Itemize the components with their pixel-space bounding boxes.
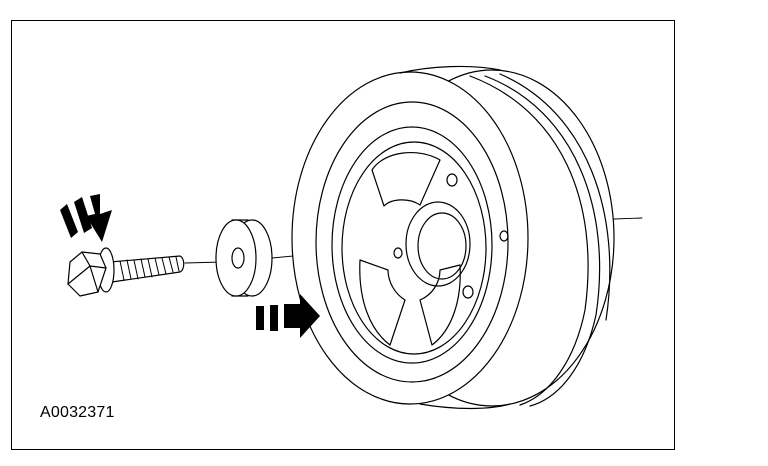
figure-id-label: A0032371 (40, 404, 115, 421)
washer-icon (215, 219, 273, 297)
bolt-icon (67, 247, 185, 297)
crankshaft-pulley-icon (291, 65, 615, 410)
installation-arrow-icon (256, 294, 320, 338)
figure-frame (11, 20, 675, 450)
rotation-arrow-icon (60, 194, 112, 242)
